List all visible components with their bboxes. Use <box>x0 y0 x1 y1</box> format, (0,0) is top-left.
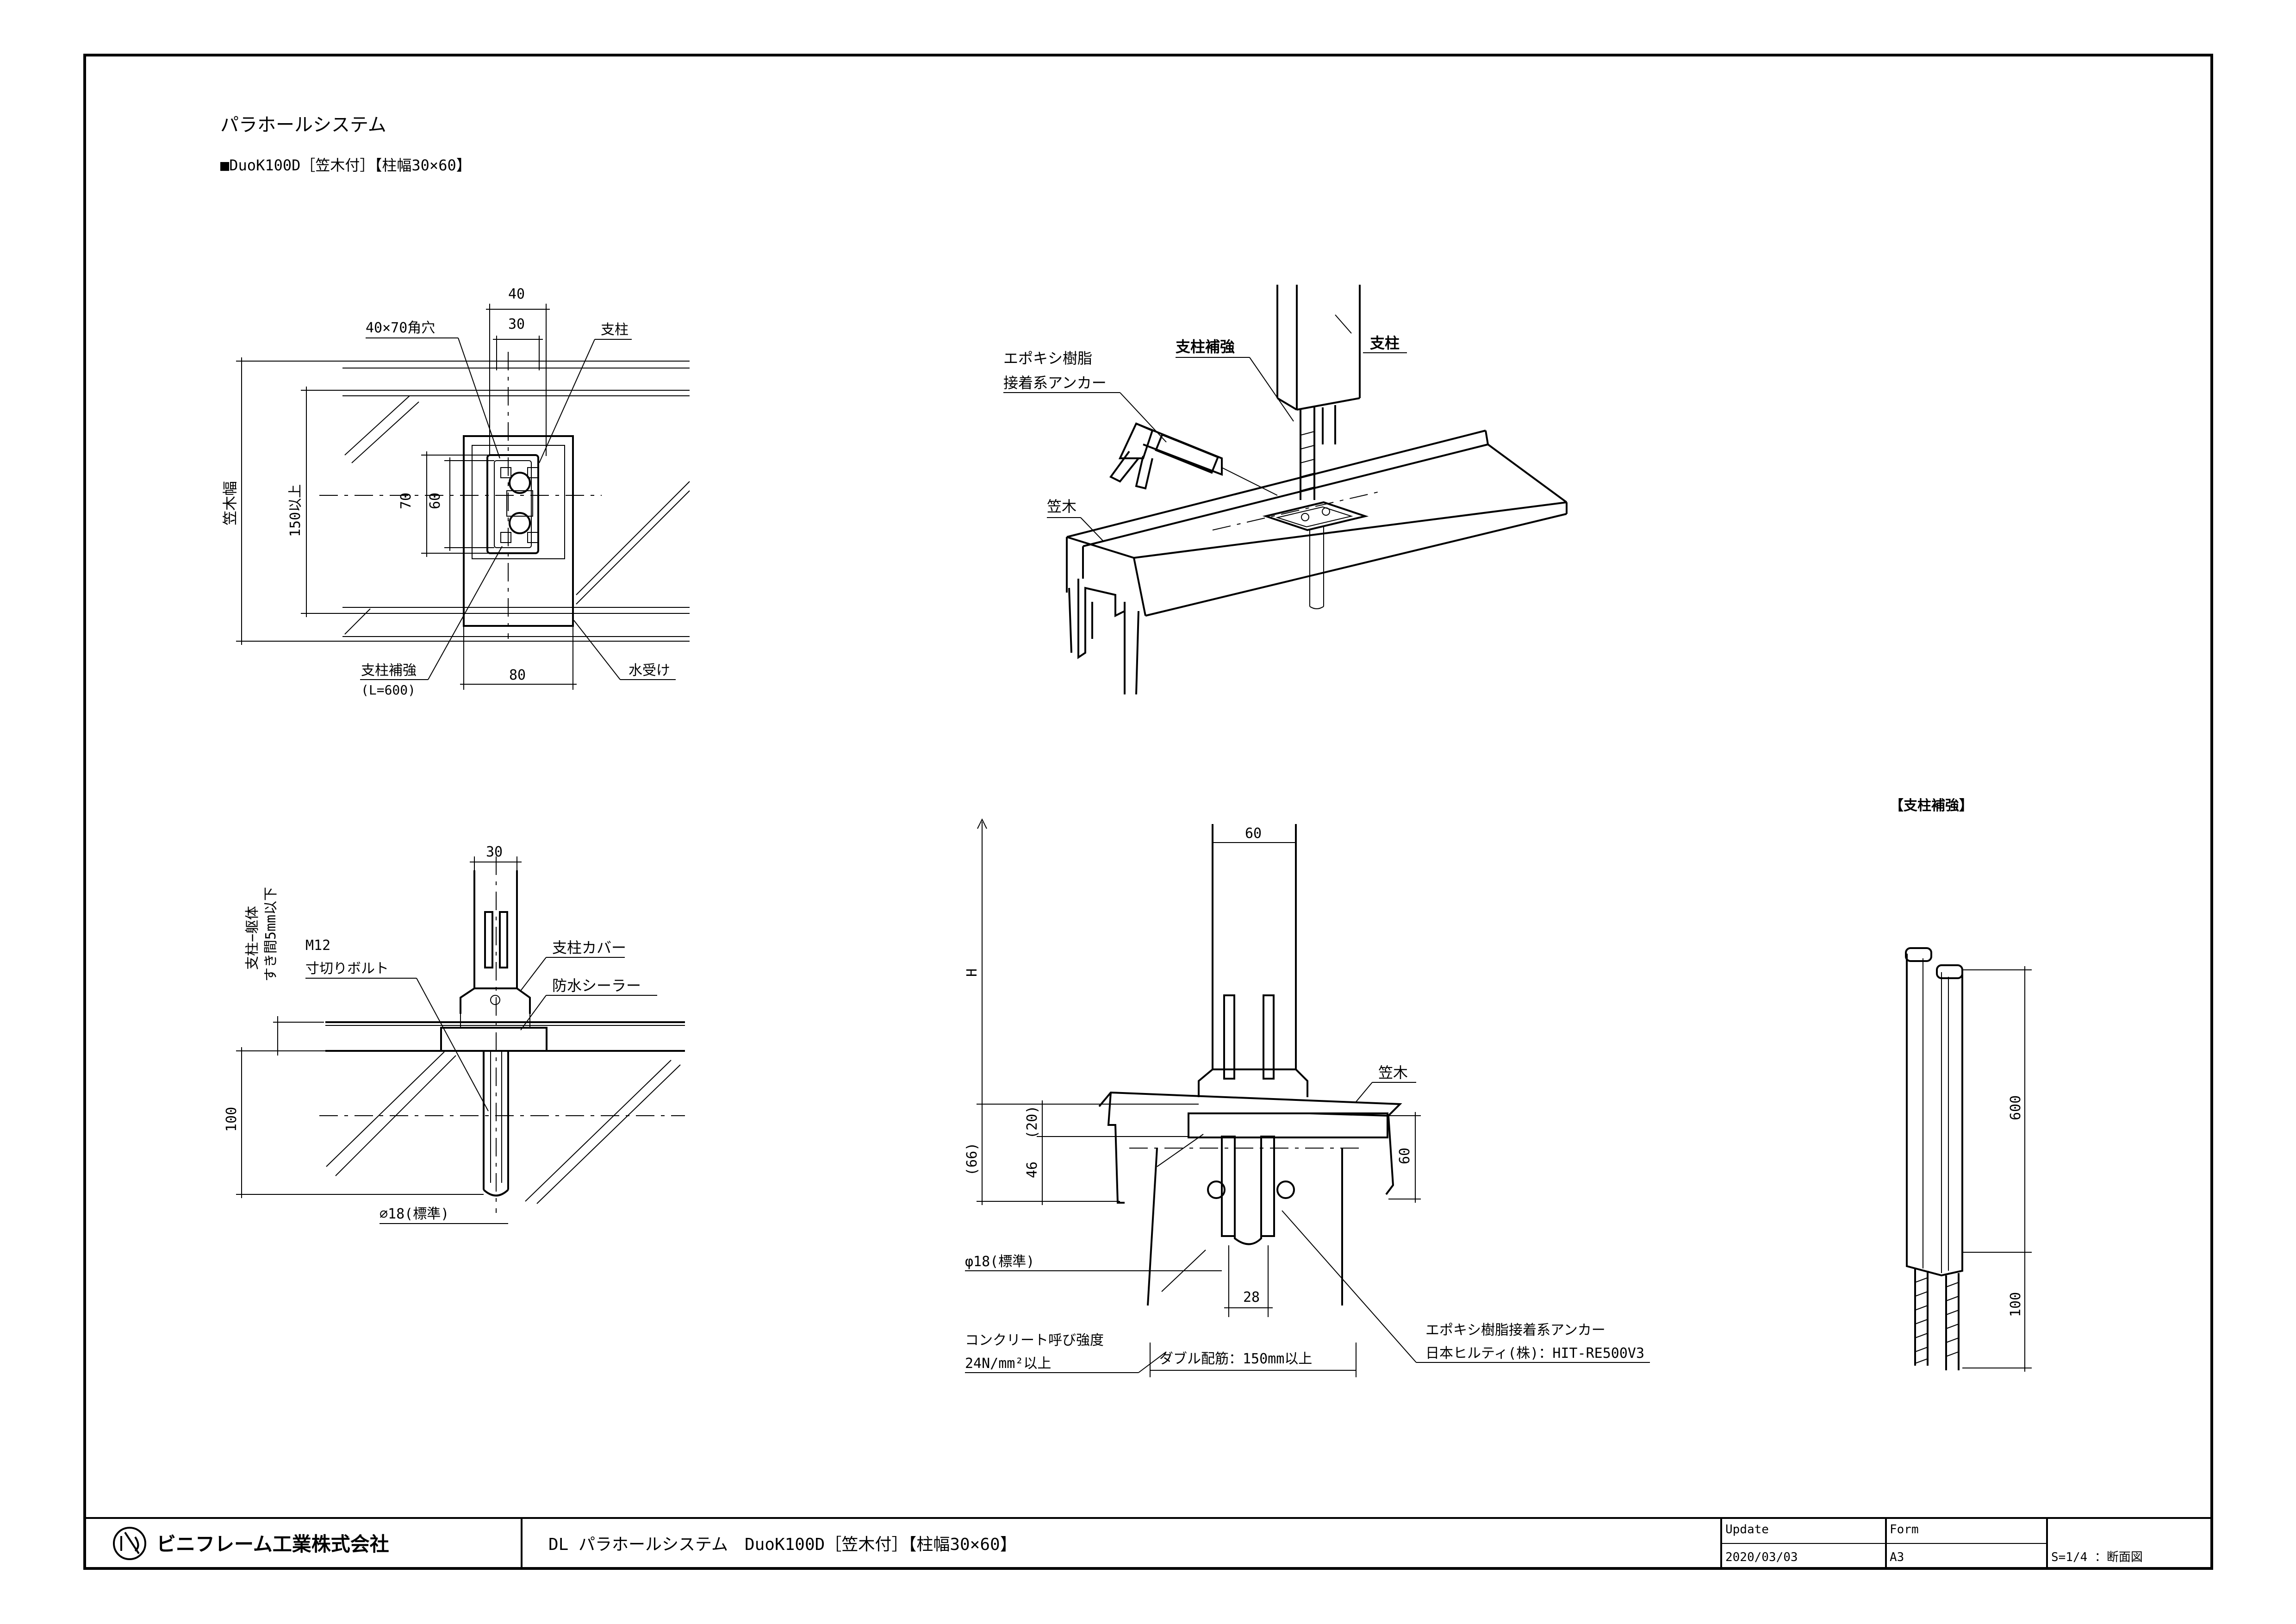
plan-view: 40 30 40×70角穴 支柱 70 60 150以上 笠木幅 80 支柱補 <box>221 286 690 698</box>
center-dim-60b: 60 <box>1397 1148 1413 1164</box>
plan-label-coping-width: 笠木幅 <box>221 481 239 525</box>
persp-label-coping: 笠木 <box>1047 498 1076 515</box>
center-label-anchor-2: 日本ヒルティ(株)：HIT-RE500V3 <box>1425 1345 1644 1362</box>
drawing-title: DL パラホールシステム DuoK100D［笠木付］【柱幅30×60】 <box>548 1535 1017 1554</box>
center-dim-phi: φ18(標準) <box>965 1254 1034 1270</box>
scale-label: S=1/4 ：断面図 <box>2051 1550 2143 1564</box>
plan-dim-80: 80 <box>509 667 526 683</box>
center-label-coping: 笠木 <box>1378 1064 1408 1081</box>
sheet-border <box>83 54 2213 1570</box>
left-dim-30: 30 <box>486 844 503 860</box>
update-value: 2020/03/03 <box>1725 1550 1798 1564</box>
reinforce-dim-600: 600 <box>2008 1095 2024 1120</box>
left-label-cover: 支柱カバー <box>552 939 626 956</box>
plan-label-post: 支柱 <box>601 322 628 338</box>
plan-label-reinforce: 支柱補強 <box>361 662 417 679</box>
reinforce-detail: 【支柱補強】 600 100 <box>1890 798 2032 1372</box>
plan-dim-40: 40 <box>508 286 525 302</box>
titleblock: ビニフレーム工業株式会社 DL パラホールシステム DuoK100D［笠木付］【… <box>113 1523 2143 1564</box>
left-label-gap-2: すき間5mm以下 <box>263 887 279 981</box>
form-value: A3 <box>1890 1550 1904 1564</box>
section-left: 30 100 支柱−躯体 すき間5m <box>224 844 685 1224</box>
plan-label-hole: 40×70角穴 <box>366 320 435 336</box>
left-label-bolt: 寸切りボルト <box>305 961 389 977</box>
persp-label-reinforce: 支柱補強 <box>1176 338 1235 356</box>
form-label: Form <box>1890 1523 1919 1537</box>
center-label-rebar: ダブル配筋：150mm以上 <box>1159 1351 1312 1367</box>
center-label-concrete-2: 24N/mm²以上 <box>965 1355 1051 1372</box>
plan-dim-150: 150以上 <box>287 484 304 537</box>
reinforce-dim-100: 100 <box>2008 1292 2024 1317</box>
left-dim-dia: ⌀18(標準) <box>380 1206 449 1222</box>
company-name: ビニフレーム工業株式会社 <box>156 1533 389 1555</box>
persp-label-epoxy-1: エポキシ樹脂 <box>1003 350 1092 367</box>
section-center: 60 H (20) (66) 46 <box>964 818 1650 1377</box>
reinforce-title: 【支柱補強】 <box>1890 798 1973 814</box>
center-dim-46: 46 <box>1024 1162 1040 1178</box>
plan-label-water: 水受け <box>628 662 670 679</box>
plan-dim-70: 70 <box>398 493 414 509</box>
center-dim-20: (20) <box>1024 1106 1040 1139</box>
plan-label-reinforce-len: (L=600) <box>361 682 416 698</box>
left-label-m12: M12 <box>305 937 330 954</box>
plan-dim-30: 30 <box>508 316 525 332</box>
system-title: パラホールシステム <box>220 114 386 136</box>
update-label: Update <box>1725 1523 1769 1537</box>
persp-label-epoxy-2: 接着系アンカー <box>1003 374 1107 392</box>
company-logo <box>113 1527 146 1560</box>
perspective-view: エポキシ樹脂 接着系アンカー 支柱補強 支柱 笠木 <box>1003 285 1568 695</box>
center-dim-H: H <box>964 968 980 977</box>
left-dim-100: 100 <box>224 1107 240 1132</box>
plan-dim-60: 60 <box>427 493 443 509</box>
center-label-anchor-1: エポキシ樹脂接着系アンカー <box>1425 1322 1605 1338</box>
center-dim-60: 60 <box>1245 825 1262 842</box>
persp-label-post: 支柱 <box>1370 334 1400 352</box>
center-dim-28: 28 <box>1243 1289 1260 1305</box>
left-label-gap-1: 支柱−躯体 <box>244 906 261 970</box>
left-label-sealer: 防水シーラー <box>552 977 641 994</box>
center-dim-66: (66) <box>964 1143 980 1176</box>
center-label-concrete-1: コンクリート呼び強度 <box>965 1332 1104 1349</box>
model-title: ■DuoK100D［笠木付］【柱幅30×60】 <box>220 156 471 174</box>
